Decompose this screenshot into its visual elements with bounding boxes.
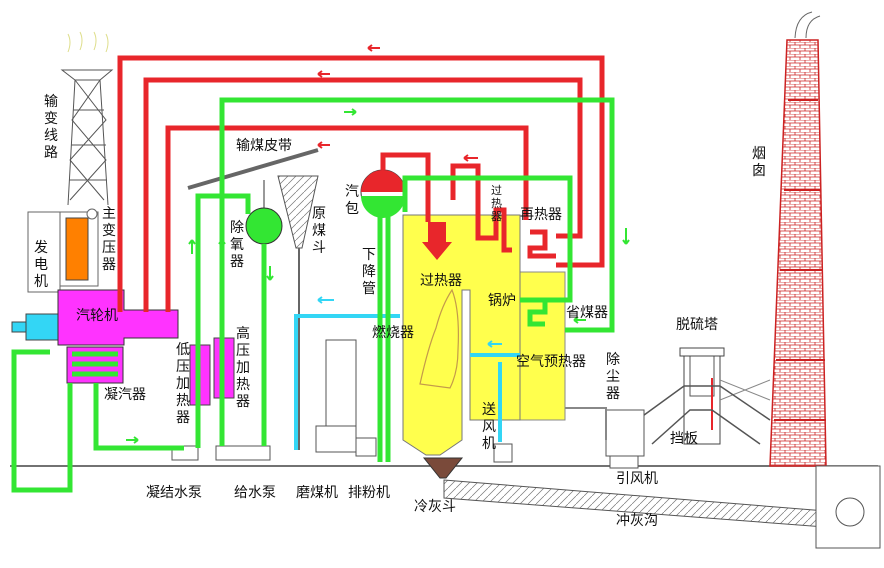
label-coal-mill: 磨煤机	[296, 485, 338, 501]
label-dust-collector: 除尘器	[606, 352, 620, 402]
label-baffle: 挡板	[670, 431, 698, 447]
induced-fan	[609, 455, 639, 469]
label-chimney: 烟囱	[752, 146, 766, 179]
superheater-block	[422, 222, 452, 260]
coal-mill	[315, 339, 357, 453]
deaerator	[245, 180, 283, 245]
label-economizer: 省煤器	[566, 305, 608, 321]
forced-fan	[493, 443, 513, 463]
main-transformer	[57, 208, 99, 287]
label-cold-ash-hopper: 冷灰斗	[414, 499, 456, 515]
condenser	[66, 346, 124, 384]
generator-motor	[11, 313, 61, 341]
label-coal-hopper: 原煤斗	[312, 206, 326, 256]
boiler-flue	[519, 271, 566, 421]
label-ash-trench: 冲灰沟	[616, 513, 658, 529]
desulfurization-tower	[639, 347, 771, 445]
label-drum: 汽包	[345, 184, 359, 217]
ash-pump-basin	[815, 465, 881, 549]
label-condenser: 凝汽器	[104, 387, 146, 403]
label-hp-heater: 高压加热器	[236, 326, 250, 410]
label-air-preheater: 空气预热器	[516, 354, 586, 370]
label-reheater: 再热器	[520, 207, 562, 223]
label-deaerator: 除氧器	[230, 220, 244, 270]
label-desulfurization-tower: 脱硫塔	[676, 317, 718, 333]
drum	[360, 169, 406, 218]
label-coal-belt: 输煤皮带	[236, 138, 292, 154]
label-feed-pump: 给水泵	[234, 485, 276, 501]
label-burner: 燃烧器	[372, 325, 414, 341]
label-condensate-pump: 凝结水泵	[146, 485, 202, 501]
label-forced-fan: 送风机	[482, 402, 496, 452]
coal-hopper	[277, 175, 319, 249]
label-boiler: 锅炉	[488, 293, 516, 309]
flame	[419, 288, 459, 389]
turbine-body	[57, 289, 179, 346]
flue-gas-path	[565, 407, 607, 440]
boiler-furnace	[402, 214, 521, 456]
label-downcomer: 下降管	[362, 247, 376, 297]
generator-frame	[27, 211, 61, 293]
dust-collector	[605, 409, 645, 457]
flow-arrows	[126, 44, 630, 444]
label-superheater: 过热器	[420, 273, 462, 289]
water-pipes	[11, 97, 615, 493]
label-lp-heater: 低压加热器	[176, 342, 190, 426]
label-turbine: 汽轮机	[76, 308, 118, 324]
exhaust-fan	[355, 437, 377, 457]
feed-pump	[215, 445, 271, 461]
label-generator: 发电机	[34, 240, 48, 290]
chimney	[769, 11, 827, 467]
label-induced-fan: 引风机	[616, 471, 658, 487]
coal-belt	[187, 148, 319, 190]
label-transmission-line: 输变线路	[44, 94, 58, 161]
label-superheater-small: 过热器	[491, 184, 502, 223]
air-pipes	[294, 314, 520, 450]
label-exhaust-fan: 排粉机	[348, 485, 390, 501]
cold-ash-hopper	[422, 457, 464, 479]
transmission-tower	[60, 31, 114, 206]
label-main-transformer: 主变压器	[102, 206, 116, 273]
